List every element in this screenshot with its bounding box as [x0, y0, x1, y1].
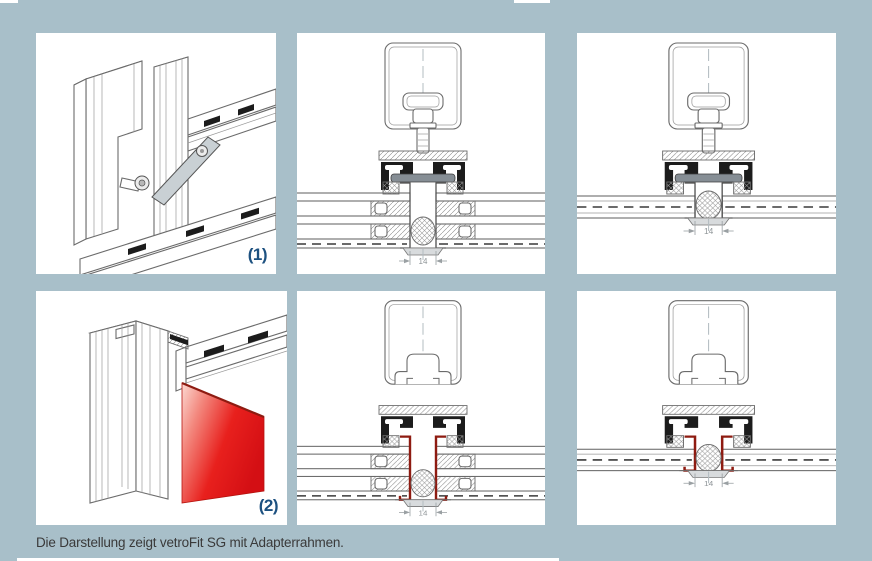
dimension-text: 14	[704, 227, 714, 236]
round-joint-gasket	[410, 216, 436, 246]
adapter-strip	[662, 405, 756, 415]
edge-gaskets	[666, 435, 751, 448]
stepped-frame-profile	[73, 60, 143, 246]
anchor-bolt	[119, 175, 150, 192]
mullion-profile-iso	[88, 320, 170, 504]
dimension-text: 14	[419, 257, 428, 266]
figure-label-2: (2)	[258, 496, 279, 515]
lower-transom-rails	[79, 196, 276, 274]
round-joint-gasket	[695, 443, 722, 473]
isometric-drawing-1	[73, 56, 276, 274]
panel-section-single-glazing: 14	[577, 33, 836, 274]
figure-caption: Die Darstellung zeigt vetroFit SG mit Ad…	[36, 535, 344, 550]
page-edge-artifact	[514, 0, 550, 3]
adapter-strip	[378, 150, 468, 161]
sg-gasket-iso	[167, 330, 189, 350]
corner-bracket	[151, 136, 221, 206]
transom-rail-iso	[175, 314, 287, 392]
mullion-profile-iso	[153, 56, 189, 242]
dimension-14: 14	[399, 502, 447, 517]
section-drawing-triple-glazing-adapter: 14	[297, 300, 545, 517]
panel-section-single-glazing-adapter: 14	[577, 291, 836, 525]
dimension-14: 14	[399, 251, 447, 266]
figure-label-1: (1)	[247, 245, 268, 264]
panel-section-triple-glazing: 14	[297, 33, 545, 274]
sg-gaskets	[664, 416, 753, 444]
t-slot-fixing	[678, 353, 739, 385]
glass-pane-red	[181, 381, 265, 504]
panel-section-triple-glazing-adapter: 14	[297, 291, 545, 525]
pressure-plate	[390, 173, 456, 183]
panel-isometric-detail-2: (2)	[36, 291, 287, 525]
round-joint-gasket	[695, 190, 722, 220]
page-edge-artifact	[17, 558, 559, 561]
sg-gaskets	[664, 162, 753, 190]
dimension-text: 14	[704, 479, 714, 488]
dimension-14: 14	[683, 221, 734, 236]
round-joint-gasket	[410, 469, 436, 498]
upper-transom-rails	[187, 88, 276, 152]
panel-isometric-detail-1: (1)	[36, 33, 276, 274]
glazing-single	[577, 195, 836, 219]
section-drawing-triple-glazing: 14	[297, 42, 545, 266]
page-edge-artifact	[0, 0, 18, 3]
glazing-single	[577, 448, 836, 472]
pressure-plate	[674, 173, 743, 183]
hammer-bolt-fixing	[402, 92, 444, 154]
isometric-drawing-2	[88, 314, 287, 504]
section-drawing-single-glazing: 14	[577, 42, 836, 236]
dimension-text: 14	[419, 508, 429, 517]
adapter-strip	[662, 150, 756, 161]
edge-gaskets	[382, 435, 464, 448]
section-drawing-single-glazing-adapter: 14	[577, 300, 836, 488]
adapter-strip	[378, 405, 468, 415]
dimension-14: 14	[683, 473, 734, 488]
t-slot-fixing	[394, 353, 452, 385]
glazing-units	[297, 192, 545, 249]
edge-gaskets	[382, 181, 464, 195]
edge-gaskets	[666, 181, 751, 195]
